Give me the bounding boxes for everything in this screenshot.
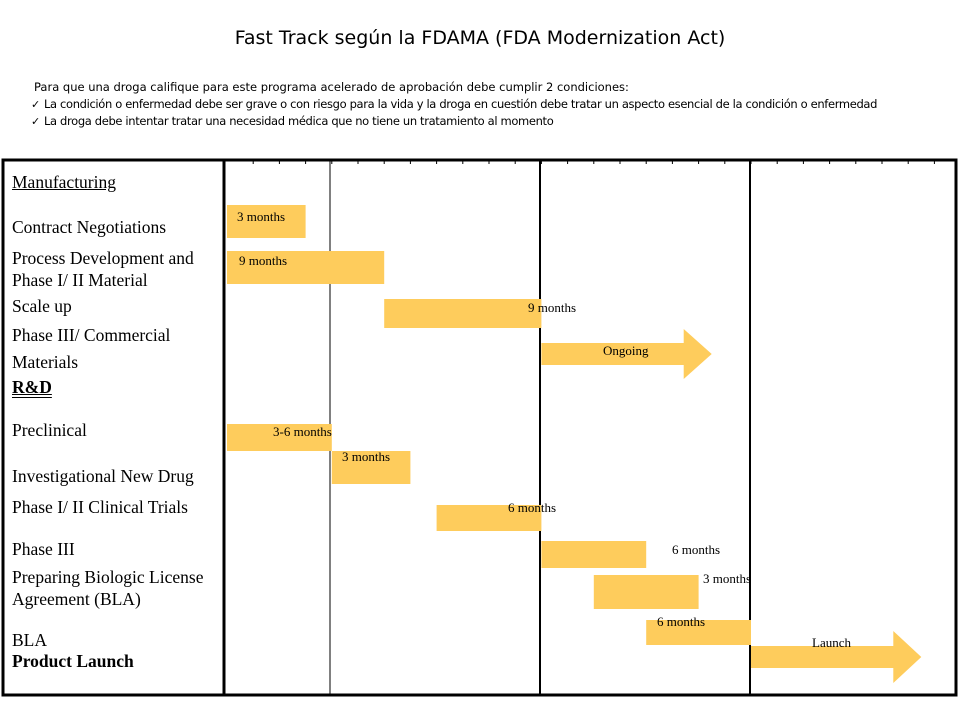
task-label-process-development-line2: Phase I/ II Material bbox=[12, 270, 148, 290]
gantt-bar-label: 6 months bbox=[657, 614, 705, 629]
gantt-bar-phase-iii bbox=[541, 541, 647, 568]
task-label-preclinical: Preclinical bbox=[12, 420, 87, 440]
task-label-scale-up: Scale up bbox=[12, 296, 72, 316]
gantt-bar-label: 3 months bbox=[237, 209, 285, 224]
intro-text: Para que una droga califique para este p… bbox=[31, 79, 954, 130]
condition-text: La droga debe intentar tratar una necesi… bbox=[44, 114, 554, 128]
gantt-bar-label: 9 months bbox=[239, 253, 287, 268]
task-labels: Manufacturing Contract Negotiations Proc… bbox=[0, 155, 224, 700]
gantt-bar-label: 3 months bbox=[703, 571, 751, 586]
gantt-bar-label: Launch bbox=[812, 635, 851, 650]
task-label-process-development: Process Development and bbox=[12, 248, 194, 268]
page-title: Fast Track según la FDAMA (FDA Moderniza… bbox=[234, 27, 726, 49]
task-label-contract-negotiations: Contract Negotiations bbox=[12, 217, 167, 237]
task-label-phase3-commercial: Phase III/ Commercial bbox=[12, 325, 171, 345]
checkmark-icon: ✓ bbox=[31, 115, 40, 128]
gantt-bar-label: Ongoing bbox=[603, 343, 649, 358]
condition-item: ✓ La condición o enfermedad debe ser gra… bbox=[31, 96, 954, 113]
intro-lead: Para que una droga califique para este p… bbox=[34, 80, 629, 94]
gantt-bar-contract-negotiations bbox=[227, 205, 306, 238]
gantt-arrow-product-launch bbox=[751, 631, 922, 683]
task-label-phase3: Phase III bbox=[12, 539, 75, 559]
condition-text: La condición o enfermedad debe ser grave… bbox=[44, 97, 878, 111]
gantt-bar-label: 3-6 months bbox=[273, 424, 332, 439]
gantt-arrow-phase-iii-commercial-materials bbox=[541, 329, 712, 379]
task-label-preparing-bla: Preparing Biologic License bbox=[12, 567, 204, 587]
gantt-bar-label: 6 months bbox=[672, 542, 720, 557]
section-heading-manufacturing: Manufacturing bbox=[12, 172, 116, 192]
gantt-bar-bla bbox=[646, 620, 751, 645]
task-label-preparing-bla-line2: Agreement (BLA) bbox=[12, 589, 141, 609]
gantt-bar-preparing-biologic-license-agreement-bla bbox=[593, 575, 699, 609]
checkmark-icon: ✓ bbox=[31, 98, 40, 111]
gantt-bar-process-development-and-phase-i-ii-material bbox=[227, 251, 385, 284]
gantt-bar-phase-i-ii-clinical-trials bbox=[436, 505, 542, 531]
task-label-bla: BLA bbox=[12, 630, 47, 650]
condition-item: ✓ La droga debe intentar tratar una nece… bbox=[31, 113, 954, 130]
gantt-bar-preclinical bbox=[227, 424, 332, 451]
gantt-bar-label: 9 months bbox=[528, 300, 576, 315]
gantt-bar-investigational-new-drug bbox=[331, 451, 411, 484]
gantt-bar-scale-up bbox=[384, 299, 542, 328]
section-heading-rnd: R&D bbox=[12, 377, 52, 397]
task-label-phase3-commercial-line2: Materials bbox=[12, 352, 79, 372]
task-label-product-launch: Product Launch bbox=[12, 651, 134, 671]
task-label-ind: Investigational New Drug bbox=[12, 466, 194, 486]
task-label-phase12-trials: Phase I/ II Clinical Trials bbox=[12, 497, 188, 517]
gantt-bar-label: 6 months bbox=[508, 500, 556, 515]
chart-frame bbox=[1, 158, 958, 697]
gantt-bar-label: 3 months bbox=[342, 449, 390, 464]
